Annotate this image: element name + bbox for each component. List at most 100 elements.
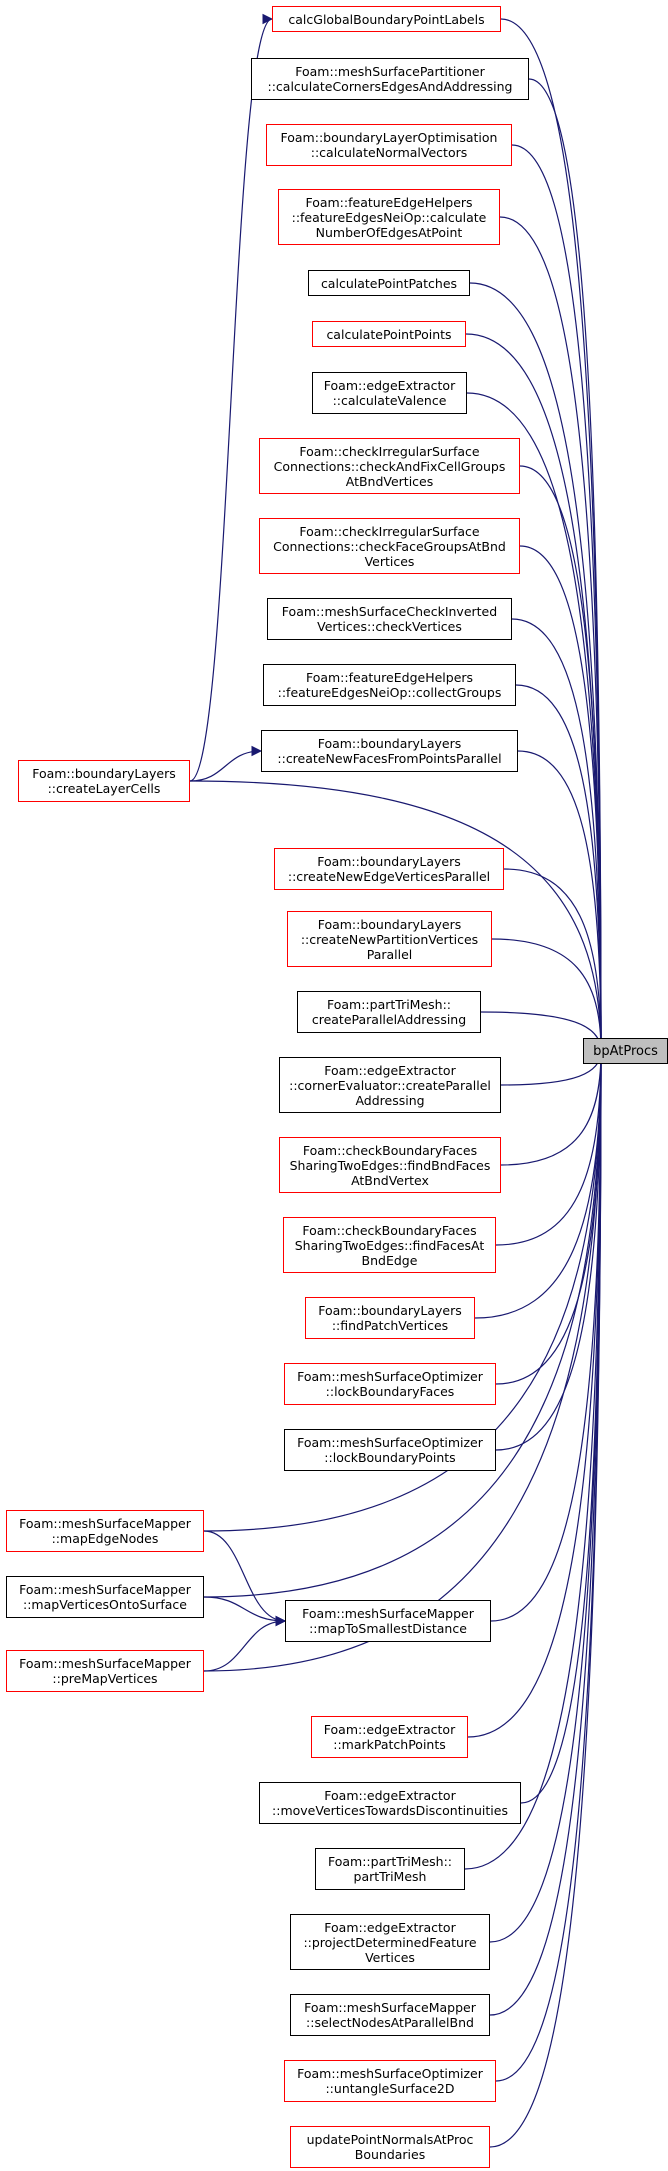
node-n16[interactable]: Foam::partTriMesh::createParallelAddress… <box>297 991 481 1033</box>
node-label-line: ::findPatchVertices <box>331 1318 449 1333</box>
node-n32[interactable]: Foam::meshSurfaceOptimizer::untangleSurf… <box>284 2060 496 2102</box>
node-n04[interactable]: Foam::featureEdgeHelpers::featureEdgesNe… <box>278 189 500 245</box>
edge-n27-to-bp <box>467 1049 607 1738</box>
node-label-line: Foam::boundaryLayers <box>32 766 176 781</box>
node-n23[interactable]: Foam::meshSurfaceMapper::mapEdgeNodes <box>6 1510 204 1552</box>
node-label-line: Foam::boundaryLayers <box>317 916 462 932</box>
node-n14[interactable]: Foam::boundaryLayers::createNewEdgeVerti… <box>274 848 504 890</box>
edge-n29-to-bp <box>464 1049 607 1870</box>
edge-n14-to-bp <box>503 868 607 1053</box>
node-label-line: ::createLayerCells <box>47 781 161 796</box>
node-label-line: bpAtProcs <box>593 1043 658 1059</box>
node-label-line: ::createNewFacesFromPointsParallel <box>277 751 502 766</box>
edge-n23-to-n25 <box>203 1530 287 1627</box>
node-focus: bpAtProcs <box>583 1038 668 1064</box>
node-label-line: SharingTwoEdges::findBndFaces <box>289 1157 491 1173</box>
node-label-line: Foam::checkBoundaryFaces <box>302 1142 478 1158</box>
node-n27[interactable]: Foam::edgeExtractor::markPatchPoints <box>311 1716 468 1758</box>
node-label-line: Foam::edgeExtractor <box>324 1062 456 1078</box>
node-n07[interactable]: Foam::edgeExtractor::calculateValence <box>312 372 467 414</box>
node-label-line: Foam::meshSurfaceOptimizer <box>297 2066 483 2081</box>
edge-n04-to-bp <box>499 216 607 1053</box>
node-label-line: Foam::meshSurfaceOptimizer <box>297 1369 483 1384</box>
node-n31[interactable]: Foam::meshSurfaceMapper::selectNodesAtPa… <box>290 1994 490 2036</box>
node-label-line: Foam::partTriMesh:: <box>327 1854 453 1869</box>
node-label-line: calculatePointPatches <box>320 275 458 291</box>
node-label-line: Foam::partTriMesh:: <box>326 997 452 1012</box>
node-label-line: Foam::edgeExtractor <box>323 378 456 393</box>
edge-n13-to-bp <box>189 780 607 1053</box>
node-label-line: Addressing <box>355 1092 425 1108</box>
node-label-line: ::calculateCornersEdgesAndAddressing <box>267 79 513 94</box>
node-label-line: Foam::edgeExtractor <box>323 1722 456 1737</box>
node-n01[interactable]: calcGlobalBoundaryPointLabels <box>272 6 501 32</box>
node-label-line: Foam::meshSurfacePartitioner <box>295 64 485 79</box>
node-n12[interactable]: Foam::boundaryLayers::createNewFacesFrom… <box>261 730 518 772</box>
node-n24[interactable]: Foam::meshSurfaceMapper::mapVerticesOnto… <box>6 1576 204 1618</box>
edge-n12-to-bp <box>517 750 607 1053</box>
node-label-line: Foam::meshSurfaceMapper <box>304 2000 476 2015</box>
node-label-line: AtBndVertex <box>351 1172 429 1188</box>
edge-n15-to-bp <box>491 938 607 1053</box>
node-label-line: ::markPatchPoints <box>333 1737 446 1752</box>
node-n21[interactable]: Foam::meshSurfaceOptimizer::lockBoundary… <box>284 1363 496 1405</box>
edge-n11-to-bp <box>515 684 607 1053</box>
node-n17[interactable]: Foam::edgeExtractor::cornerEvaluator::cr… <box>279 1057 501 1113</box>
edge-n22-to-bp <box>495 1049 607 1451</box>
node-label-line: NumberOfEdgesAtPoint <box>315 224 463 240</box>
edge-n18-to-bp <box>500 1049 607 1166</box>
edge-n32-to-bp <box>495 1049 607 2082</box>
node-label-line: BndEdge <box>361 1252 418 1268</box>
node-n03[interactable]: Foam::boundaryLayerOptimisation::calcula… <box>266 124 512 166</box>
node-label-line: ::createNewPartitionVertices <box>300 931 479 947</box>
node-label-line: Foam::checkIrregularSurface <box>299 443 480 459</box>
node-n11[interactable]: Foam::featureEdgeHelpers::featureEdgesNe… <box>263 664 516 706</box>
node-n22[interactable]: Foam::meshSurfaceOptimizer::lockBoundary… <box>284 1429 496 1471</box>
node-label-line: Foam::checkIrregularSurface <box>299 523 480 539</box>
node-n20[interactable]: Foam::boundaryLayers::findPatchVertices <box>305 1297 475 1339</box>
node-n13[interactable]: Foam::boundaryLayers::createLayerCells <box>18 760 190 802</box>
node-n26[interactable]: Foam::meshSurfaceMapper::preMapVertices <box>6 1650 204 1692</box>
node-label-line: Connections::checkAndFixCellGroups <box>273 458 506 474</box>
node-label-line: Foam::meshSurfaceOptimizer <box>297 1435 483 1450</box>
node-n06[interactable]: calculatePointPoints <box>312 321 466 347</box>
node-label-line: Foam::meshSurfaceMapper <box>19 1656 191 1671</box>
edge-n21-to-bp <box>495 1049 607 1385</box>
node-label-line: ::mapEdgeNodes <box>51 1531 159 1546</box>
node-label-line: AtBndVertices <box>345 473 434 489</box>
node-label-line: Vertices <box>365 1949 415 1965</box>
edge-n24-to-bp <box>203 1049 607 1598</box>
node-n02[interactable]: Foam::meshSurfacePartitioner::calculateC… <box>251 58 529 100</box>
node-label-line: updatePointNormalsAtProc <box>306 2132 474 2147</box>
node-label-line: partTriMesh <box>353 1869 427 1884</box>
node-label-line: ::mapToSmallestDistance <box>309 1621 467 1636</box>
edge-n09-to-bp <box>519 545 607 1053</box>
node-n28[interactable]: Foam::edgeExtractor::moveVerticesTowards… <box>259 1782 521 1824</box>
edge-n33-to-bp <box>489 1049 607 2148</box>
node-label-line: Foam::boundaryLayers <box>317 854 461 869</box>
node-n15[interactable]: Foam::boundaryLayers::createNewPartition… <box>287 911 492 967</box>
node-label-line: ::calculateNormalVectors <box>310 145 468 160</box>
node-label-line: Foam::boundaryLayerOptimisation <box>280 130 498 145</box>
node-label-line: Foam::meshSurfaceMapper <box>302 1606 474 1621</box>
node-n30[interactable]: Foam::edgeExtractor::projectDeterminedFe… <box>290 1914 490 1970</box>
node-label-line: ::calculateValence <box>332 393 447 408</box>
node-label-line: ::mapVerticesOntoSurface <box>23 1597 187 1612</box>
node-n25[interactable]: Foam::meshSurfaceMapper::mapToSmallestDi… <box>285 1600 491 1642</box>
node-label-line: Foam::featureEdgeHelpers <box>305 194 473 210</box>
node-label-line: ::lockBoundaryFaces <box>325 1384 455 1399</box>
node-label-line: Foam::edgeExtractor <box>324 1788 456 1803</box>
edge-n26-to-bp <box>203 1049 607 1672</box>
edge-n02-to-bp <box>528 78 607 1053</box>
node-label-line: ::featureEdgesNeiOp::collectGroups <box>277 685 502 700</box>
node-n29[interactable]: Foam::partTriMesh::partTriMesh <box>315 1848 465 1890</box>
node-n05[interactable]: calculatePointPatches <box>308 270 470 296</box>
